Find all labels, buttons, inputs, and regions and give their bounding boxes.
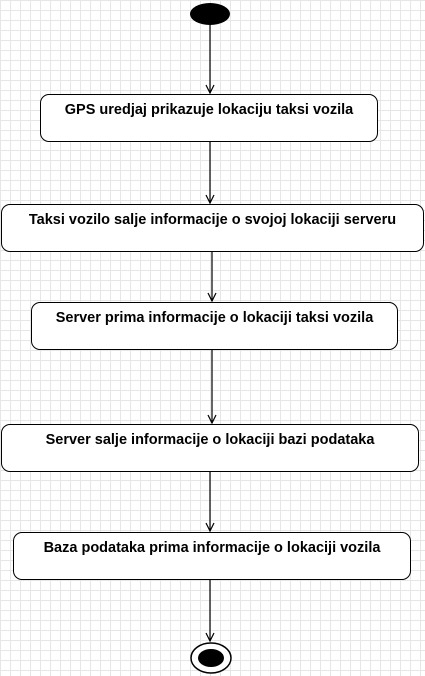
activity-vehicle-sends[interactable]: Taksi vozilo salje informacije o svojoj …: [1, 204, 424, 252]
activity-server-sends[interactable]: Server salje informacije o lokaciji bazi…: [1, 424, 419, 472]
activity-label: Server salje informacije o lokaciji bazi…: [45, 432, 375, 448]
activity-gps-display[interactable]: GPS uredjaj prikazuje lokaciju taksi voz…: [40, 94, 378, 142]
activity-database-receives[interactable]: Baza podataka prima informacije o lokaci…: [13, 532, 411, 580]
activity-label: Baza podataka prima informacije o lokaci…: [43, 540, 381, 556]
activity-server-receives[interactable]: Server prima informacije o lokaciji taks…: [31, 302, 398, 350]
final-node[interactable]: [190, 642, 232, 674]
activity-label: GPS uredjaj prikazuje lokaciju taksi voz…: [64, 102, 354, 118]
activity-label: Server prima informacije o lokaciji taks…: [55, 310, 374, 326]
initial-node[interactable]: [190, 3, 230, 25]
activity-label: Taksi vozilo salje informacije o svojoj …: [28, 212, 397, 228]
